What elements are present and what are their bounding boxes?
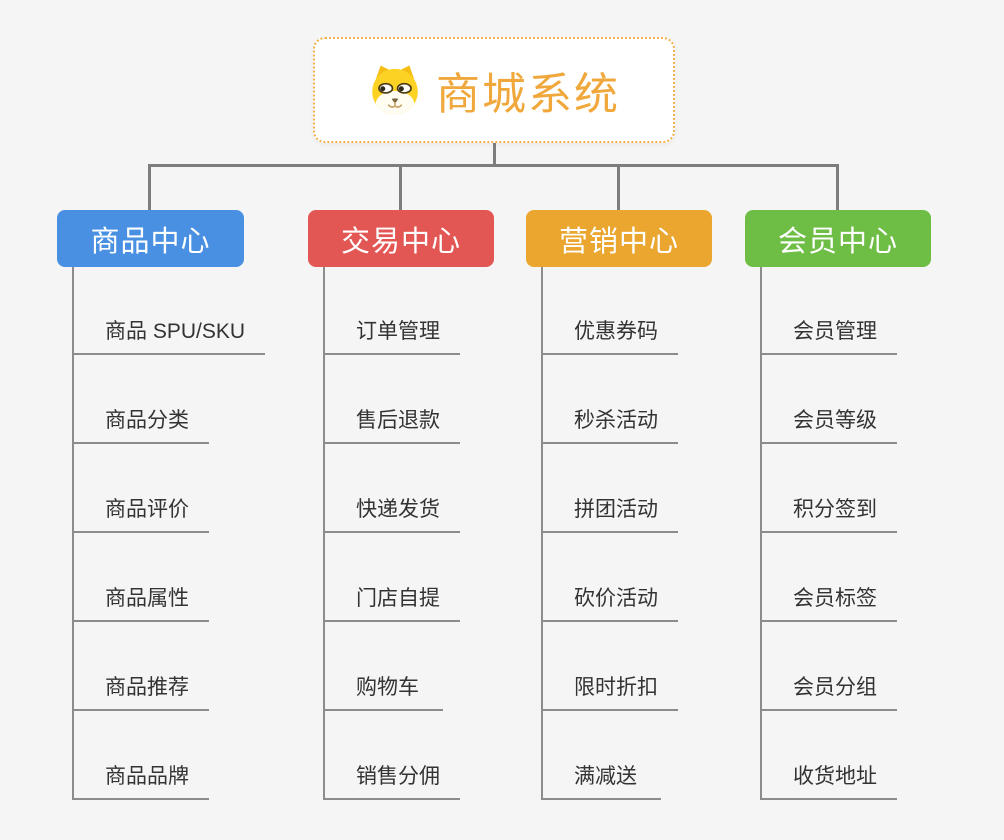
branch-spine-trade [323, 267, 325, 800]
leaf-node[interactable]: 会员管理 [760, 266, 897, 355]
leaf-node[interactable]: 秒杀活动 [541, 355, 678, 444]
leaf-node[interactable]: 销售分佣 [323, 711, 460, 800]
connector-drop-member [836, 164, 839, 210]
branch-label: 营销中心 [558, 225, 679, 258]
leaf-node[interactable]: 砍价活动 [541, 533, 678, 622]
branch-label: 商品中心 [90, 225, 211, 258]
leaf-node[interactable]: 积分签到 [760, 444, 897, 533]
leaf-node[interactable]: 商品推荐 [72, 622, 209, 711]
leaf-node[interactable]: 商品品牌 [72, 711, 209, 800]
root-title: 商城系统 [436, 70, 620, 119]
root-node[interactable]: 商城系统 [313, 37, 675, 143]
leaf-node[interactable]: 快递发货 [323, 444, 460, 533]
branch-label: 会员中心 [777, 225, 898, 258]
leaf-node[interactable]: 限时折扣 [541, 622, 678, 711]
leaf-node[interactable]: 商品属性 [72, 533, 209, 622]
leaf-node[interactable]: 会员标签 [760, 533, 897, 622]
leaf-node[interactable]: 会员分组 [760, 622, 897, 711]
connector-drop-trade [399, 164, 402, 210]
leaf-list-member: 会员管理 会员等级 积分签到 会员标签 会员分组 收货地址 [760, 266, 897, 800]
branch-spine-marketing [541, 267, 543, 800]
leaf-node[interactable]: 售后退款 [323, 355, 460, 444]
leaf-list-marketing: 优惠券码 秒杀活动 拼团活动 砍价活动 限时折扣 满减送 [541, 266, 678, 800]
connector-drop-marketing [617, 164, 620, 210]
leaf-node[interactable]: 商品分类 [72, 355, 209, 444]
leaf-node[interactable]: 购物车 [323, 622, 443, 711]
branch-spine-member [760, 267, 762, 800]
leaf-node[interactable]: 优惠券码 [541, 266, 678, 355]
dog-face-icon [372, 65, 418, 115]
leaf-node[interactable]: 订单管理 [323, 266, 460, 355]
leaf-node[interactable]: 商品 SPU/SKU [72, 266, 266, 355]
leaf-node[interactable]: 会员等级 [760, 355, 897, 444]
leaf-node[interactable]: 拼团活动 [541, 444, 678, 533]
branch-label: 交易中心 [340, 225, 461, 258]
leaf-list-trade: 订单管理 售后退款 快递发货 门店自提 购物车 销售分佣 [323, 266, 460, 800]
connector-drop-product [148, 164, 151, 210]
leaf-list-product: 商品 SPU/SKU 商品分类 商品评价 商品属性 商品推荐 商品品牌 [72, 266, 266, 800]
branch-box-product-center[interactable]: 商品中心 [57, 210, 244, 267]
connector-root-stub [493, 143, 496, 165]
branch-box-trade-center[interactable]: 交易中心 [308, 210, 494, 267]
leaf-node[interactable]: 门店自提 [323, 533, 460, 622]
leaf-node[interactable]: 收货地址 [760, 711, 897, 800]
branch-box-marketing-center[interactable]: 营销中心 [526, 210, 712, 267]
connector-horizontal [148, 164, 839, 167]
leaf-node[interactable]: 满减送 [541, 711, 661, 800]
branch-spine-product [72, 267, 74, 800]
branch-box-member-center[interactable]: 会员中心 [745, 210, 931, 267]
leaf-node[interactable]: 商品评价 [72, 444, 209, 533]
